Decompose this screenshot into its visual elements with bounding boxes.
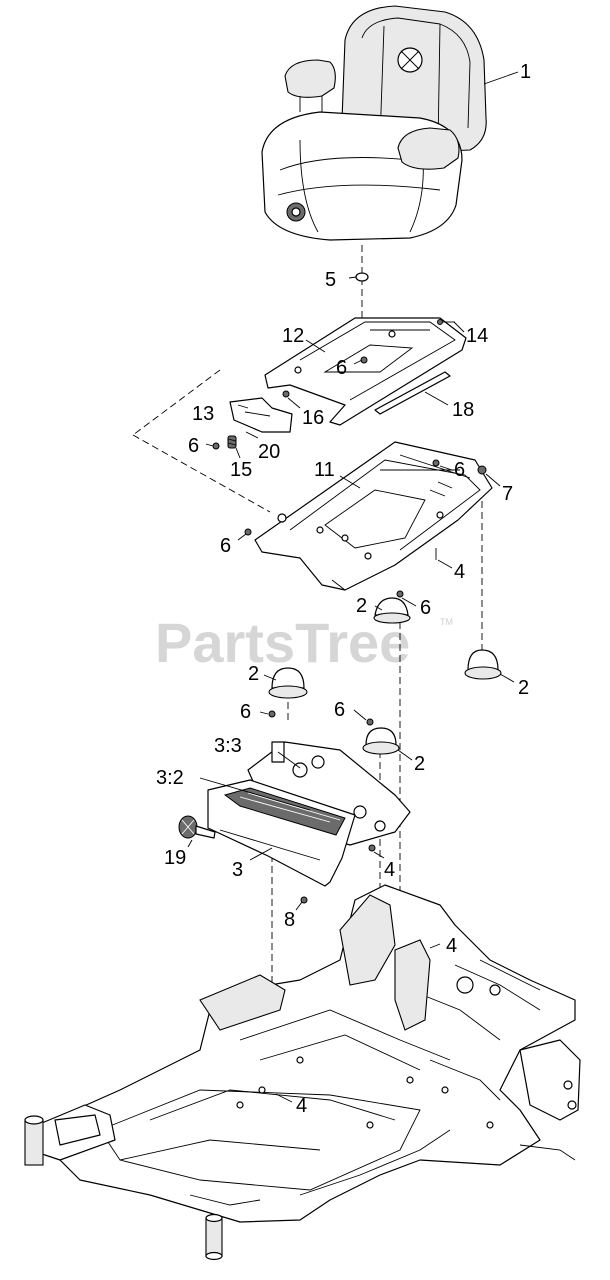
callout-3-2: 3:2 [156,767,184,789]
seat-slide-plate [264,317,467,426]
callout-6-a: 6 [336,357,347,379]
callout-20: 20 [258,441,280,463]
callout-4-b: 4 [384,859,395,881]
bolt-8 [300,896,308,904]
callout-6-f: 6 [240,701,251,723]
callout-15: 15 [230,459,252,481]
seat [261,5,487,241]
callout-8: 8 [284,909,295,931]
callout-2-c: 2 [248,663,259,685]
callout-7: 7 [502,483,513,505]
bracket-13 [229,397,293,433]
callout-16: 16 [302,407,324,429]
callout-1: 1 [520,61,531,83]
leader-lines [187,71,519,1103]
callout-4-d: 4 [296,1095,307,1117]
callout-2-a: 2 [356,595,367,617]
watermark-trademark: TM [440,617,453,627]
callout-2-d: 2 [414,753,425,775]
callouts: 1 5 12 14 6 16 18 13 6 15 20 11 6 7 6 4 … [156,61,531,1117]
callout-11: 11 [314,459,335,481]
callout-4-a: 4 [454,561,465,583]
callout-5: 5 [325,269,336,291]
partstree-watermark: PartsTree TM [155,611,453,674]
watermark-text: PartsTree [155,611,410,674]
fastener-16 [282,390,290,398]
nut-6-c [432,459,440,467]
callout-12: 12 [282,325,304,347]
callout-6-b: 6 [188,435,199,457]
callout-4-c: 4 [446,935,457,957]
mounting-plate-11 [254,441,493,591]
callout-6-g: 6 [334,699,345,721]
nut-6-d [244,528,252,536]
callout-13: 13 [192,403,214,425]
washer-5 [355,272,369,282]
callout-14: 14 [466,325,488,347]
isolator-2-b [464,649,502,680]
isolator-2-c [268,667,308,699]
nut-6-e [396,590,404,598]
mower-frame [24,884,581,1261]
nut-6-f [268,710,276,718]
callout-3-3: 3:3 [214,735,242,757]
callout-6-e: 6 [420,597,431,619]
callout-19: 19 [164,847,186,869]
knob-19 [178,815,216,839]
isolator-2-a [373,597,411,624]
callout-2-b: 2 [518,677,529,699]
nut-7 [477,465,487,475]
base-plate-3 [207,741,411,887]
callout-6-c: 6 [454,459,465,481]
bolt-4-b [368,844,376,852]
callout-3: 3 [232,859,243,881]
bolt-14 [437,319,455,325]
nut-6-b [212,442,220,450]
nut-6-g [366,718,374,726]
callout-18: 18 [452,399,474,421]
spring-15 [227,435,237,449]
callout-6-d: 6 [220,535,231,557]
isolator-2-d [362,727,400,755]
